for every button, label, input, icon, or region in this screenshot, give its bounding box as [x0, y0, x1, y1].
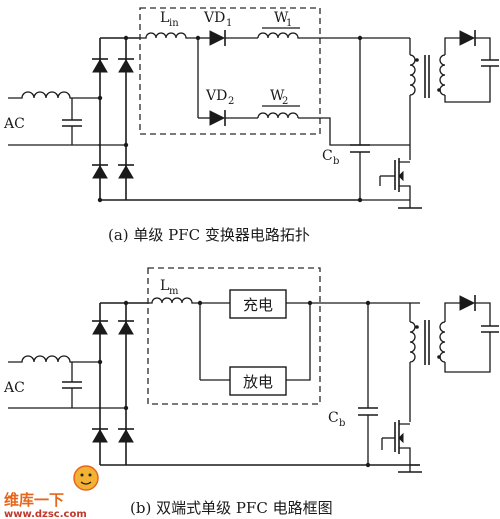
pfc-dashed-box-b	[147, 267, 321, 405]
svg-text:C: C	[328, 410, 339, 426]
transformer-primary-b	[409, 321, 416, 363]
svg-text:b: b	[339, 418, 345, 429]
ac-label-b: AC	[3, 380, 25, 396]
winding-w1	[257, 32, 360, 39]
watermark-logo: 维库一下 www.dzsc.com	[4, 465, 99, 519]
ac-label-a: AC	[3, 116, 25, 132]
circuit-b: AC L m 充电 放电	[3, 267, 499, 517]
bridge-rectifier-a	[92, 35, 360, 203]
svg-text:放电: 放电	[243, 373, 273, 391]
inductor-lm	[148, 297, 230, 304]
svg-text:充电: 充电	[243, 296, 273, 314]
charge-box	[229, 289, 287, 319]
diode-vd2	[209, 110, 226, 126]
svg-text:VD: VD	[205, 88, 227, 104]
svg-text:2: 2	[282, 96, 288, 107]
diode-vd1	[209, 30, 226, 46]
ac-source-coil-a	[8, 91, 98, 99]
svg-text:1: 1	[286, 18, 292, 29]
svg-text:1: 1	[226, 18, 232, 29]
svg-text:维库一下: 维库一下	[4, 491, 64, 509]
mosfet-b	[381, 405, 422, 473]
circuit-a: AC L in	[3, 7, 499, 244]
caption-a: (a) 单级 PFC 变换器电路拓扑	[108, 226, 310, 244]
svg-text:L: L	[160, 278, 169, 294]
caption-b: (b) 双端式单级 PFC 电路框图	[130, 499, 333, 517]
svg-text:b: b	[333, 156, 339, 167]
transformer-secondary-b	[439, 321, 446, 363]
svg-text:2: 2	[228, 96, 234, 107]
svg-text:W: W	[270, 88, 285, 104]
svg-text:VD: VD	[203, 10, 225, 26]
inductor-lin	[140, 32, 198, 39]
svg-text:W: W	[274, 10, 289, 26]
discharge-box	[229, 366, 287, 396]
svg-text:C: C	[322, 148, 333, 164]
svg-text:m: m	[169, 286, 179, 297]
transformer-primary-a	[409, 54, 416, 96]
svg-text:in: in	[169, 18, 179, 29]
svg-text:www.dzsc.com: www.dzsc.com	[4, 509, 87, 519]
output-diode-a	[459, 30, 476, 46]
mascot-icon	[73, 465, 99, 491]
ac-source-coil-b	[8, 355, 98, 363]
winding-w2	[257, 112, 299, 119]
pfc-dashed-box-a	[139, 7, 321, 135]
output-diode-b	[459, 295, 476, 311]
svg-text:L: L	[160, 10, 169, 26]
transformer-secondary-a	[439, 54, 446, 96]
mosfet-a	[360, 140, 422, 209]
